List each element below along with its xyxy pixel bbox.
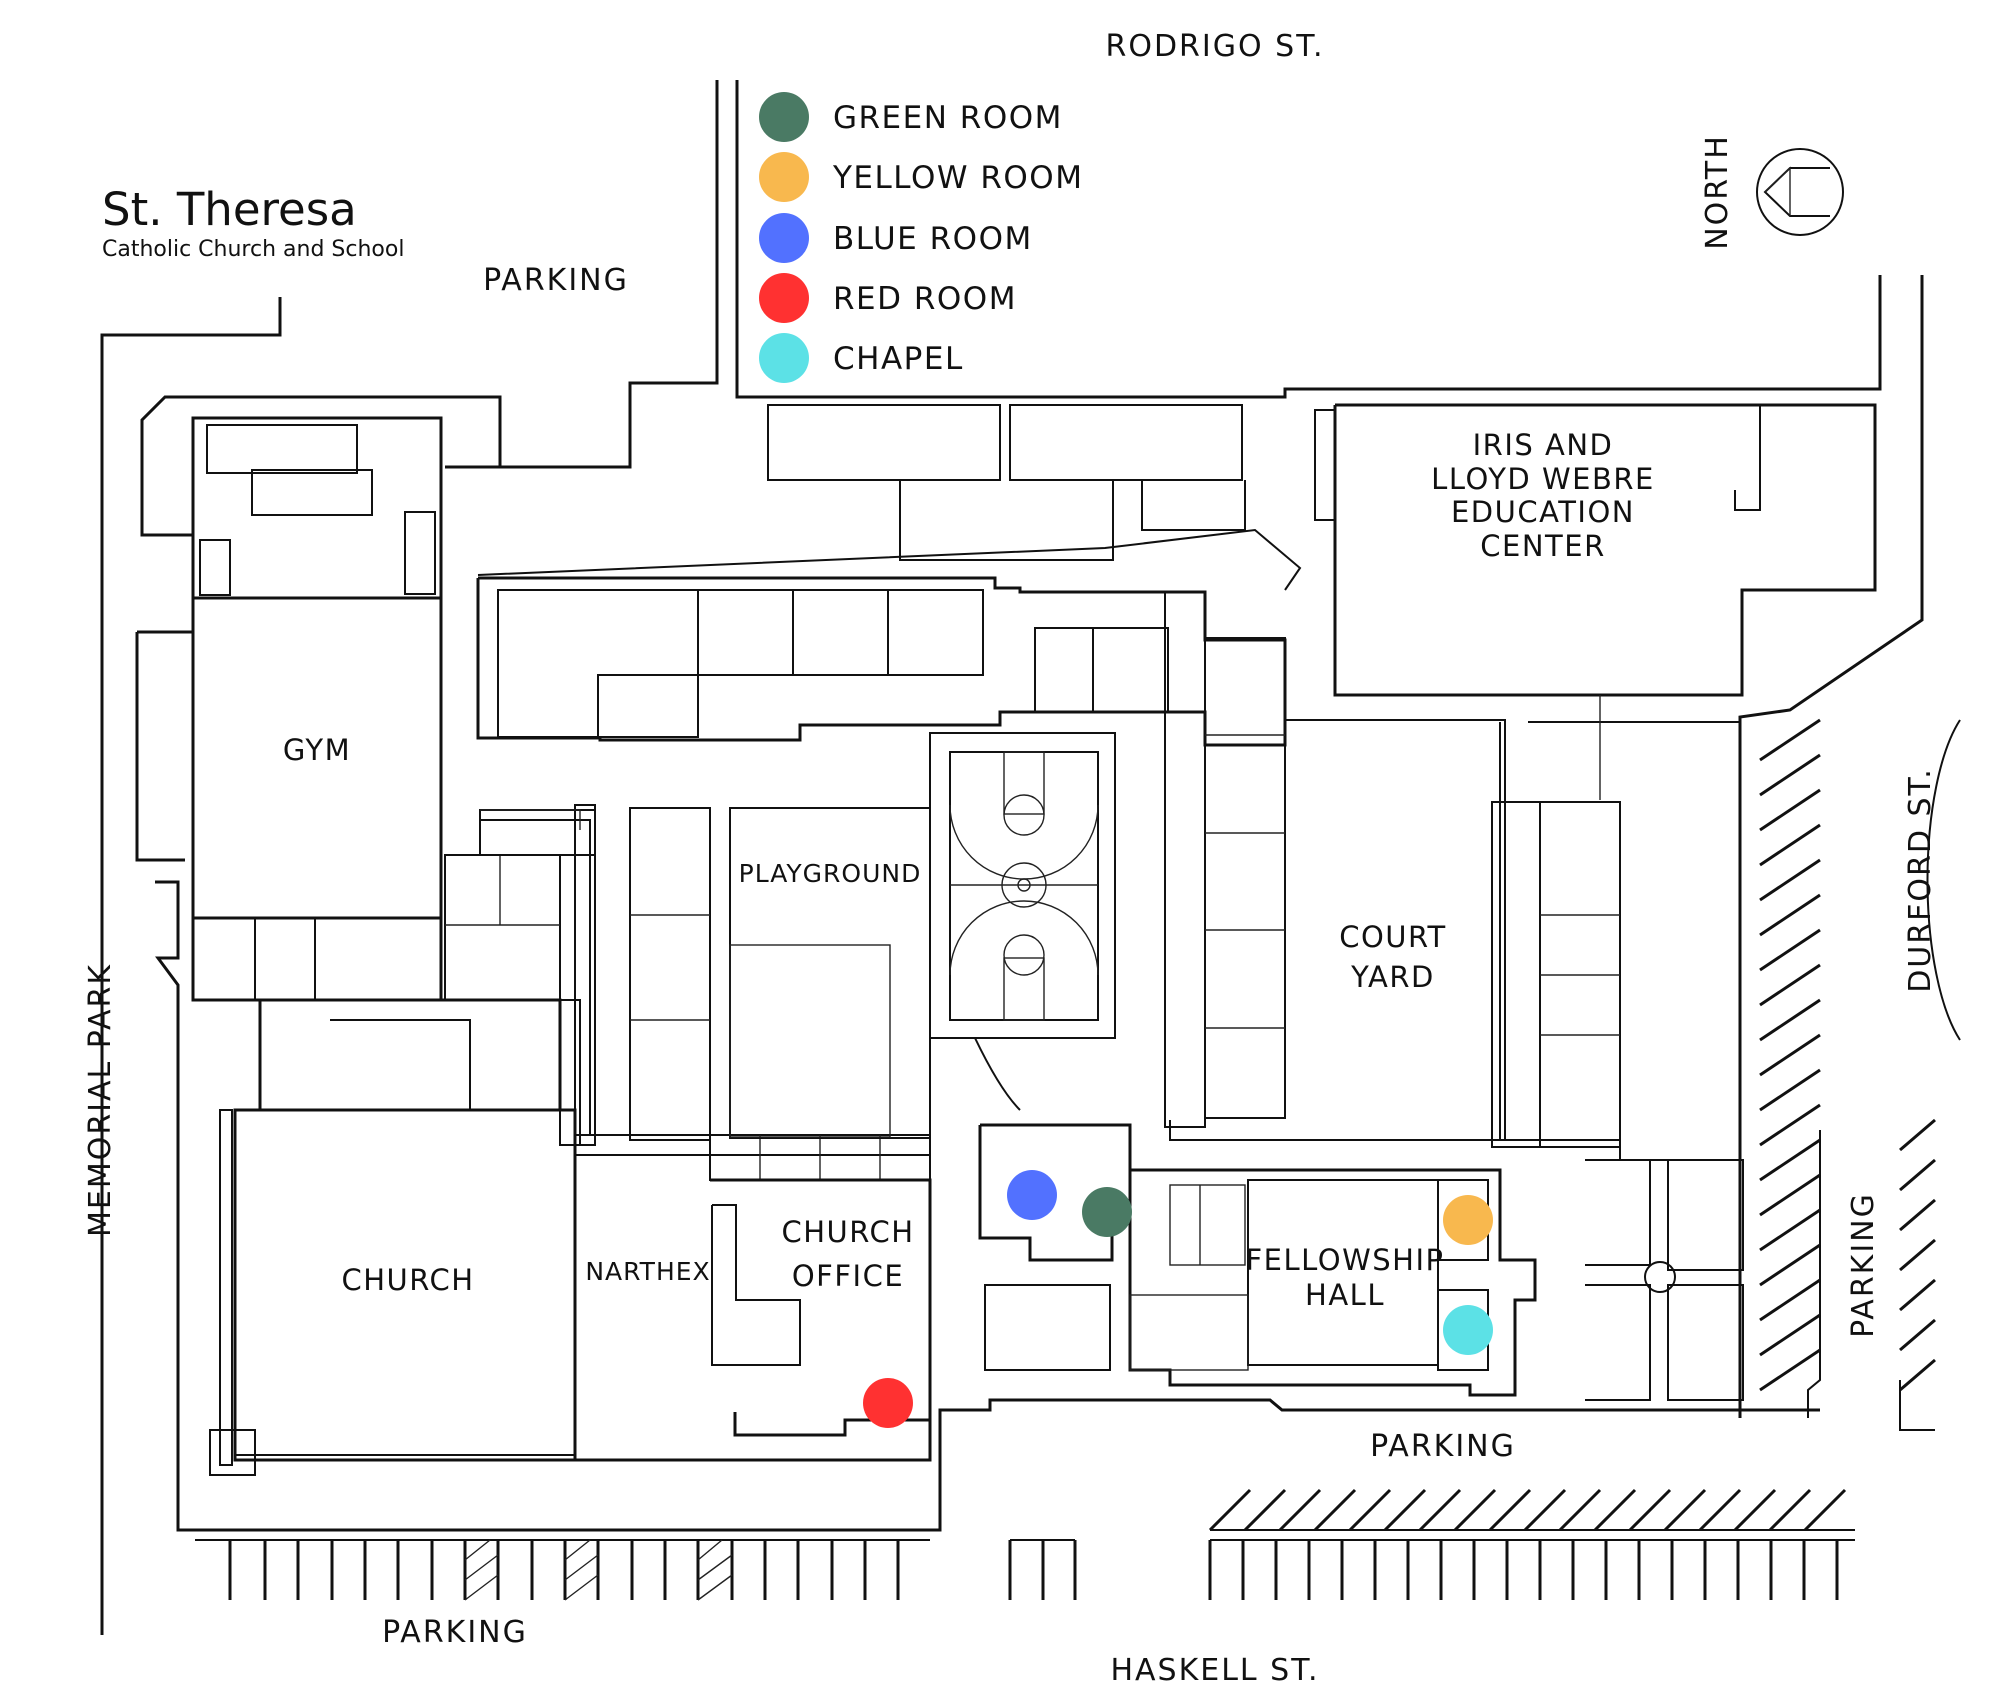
church-building — [209, 998, 577, 1476]
parking-stalls-south-middle — [1008, 1539, 1077, 1600]
red-room-marker[interactable] — [863, 1378, 913, 1428]
legend-label-yellow: YELLOW ROOM — [832, 160, 1083, 196]
east-parking-islands — [1585, 1159, 1744, 1401]
green-room-marker[interactable] — [1082, 1187, 1132, 1237]
education-center-label-2: LLOYD WEBRE — [1431, 462, 1655, 496]
legend-label-blue: BLUE ROOM — [833, 221, 1033, 257]
narthex-label: NARTHEX — [585, 1257, 710, 1286]
durford-curve — [1926, 719, 1961, 1041]
parking-label-north: PARKING — [483, 263, 629, 298]
court-yard-label-2: YARD — [1350, 960, 1435, 994]
court-yard-label-1: COURT — [1339, 920, 1447, 954]
small-room-building — [978, 1123, 1132, 1371]
church-office-label-2: OFFICE — [792, 1259, 904, 1293]
north-arrow-icon — [1756, 148, 1844, 236]
parking-label-south-east: PARKING — [1370, 1429, 1516, 1464]
north-classroom-wing — [476, 576, 1287, 747]
legend-swatch-chapel — [759, 333, 809, 383]
education-center-building — [1314, 403, 1877, 697]
east-wing — [1491, 695, 1740, 1161]
gym-label: GYM — [283, 733, 351, 767]
north-driveway — [477, 528, 1302, 591]
playground-label: PLAYGROUND — [739, 859, 922, 888]
gym-building — [191, 416, 443, 1002]
west-campus-outline — [135, 395, 1820, 1532]
playground-area — [729, 807, 931, 1139]
north-portables — [767, 404, 1246, 561]
campus-subtitle: Catholic Church and School — [102, 237, 404, 262]
parking-stalls-south-west — [195, 1539, 930, 1601]
compass-label: NORTH — [1700, 134, 1735, 250]
parking-stalls-south-east — [1208, 1539, 1855, 1600]
legend-swatch-red — [759, 273, 809, 323]
parking-stalls-mid-south — [1208, 1488, 1855, 1532]
parking-stalls-east — [1759, 718, 1936, 1392]
legend-label-red: RED ROOM — [833, 281, 1017, 317]
legend-label-chapel: CHAPEL — [833, 341, 964, 377]
legend-swatch-blue — [759, 213, 809, 263]
fellowship-hall-label-2: HALL — [1305, 1278, 1385, 1312]
site-boundary — [100, 80, 1924, 1635]
street-label-south: HASKELL ST. — [1110, 1653, 1319, 1688]
fellowship-hall-label-1: FELLOWSHIP — [1245, 1243, 1444, 1277]
legend-swatch-green — [759, 92, 809, 142]
church-office-label-1: CHURCH — [781, 1215, 914, 1249]
fellowship-hall-building — [1128, 1168, 1537, 1397]
legend-swatch-yellow — [759, 152, 809, 202]
yellow-room-marker[interactable] — [1443, 1195, 1493, 1245]
basketball-court — [929, 732, 1116, 1111]
church-annex — [444, 804, 596, 1146]
durford-curb — [1899, 1380, 1935, 1431]
campus-title: St. Theresa — [102, 183, 357, 236]
street-label-north: RODRIGO ST. — [1106, 29, 1325, 64]
chapel-marker[interactable] — [1443, 1305, 1493, 1355]
education-center-label-4: CENTER — [1480, 529, 1605, 563]
education-center-label-1: IRIS AND — [1473, 428, 1614, 462]
blue-room-marker[interactable] — [1007, 1170, 1057, 1220]
covered-walkway — [479, 807, 711, 1141]
legend-label-green: GREEN ROOM — [833, 100, 1063, 136]
parking-label-east: PARKING — [1846, 1192, 1881, 1338]
parking-label-south-west: PARKING — [382, 1615, 528, 1650]
church-label: CHURCH — [341, 1263, 474, 1297]
education-center-label-3: EDUCATION — [1451, 495, 1635, 529]
legend: GREEN ROOM YELLOW ROOM BLUE ROOM RED ROO… — [759, 92, 1083, 383]
